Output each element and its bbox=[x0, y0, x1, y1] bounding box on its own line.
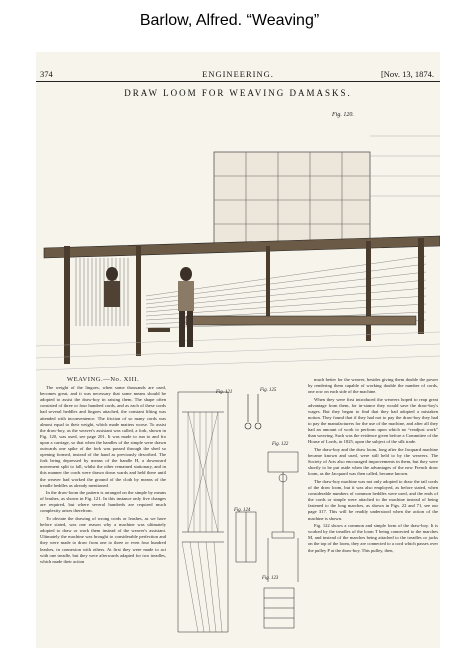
right-paragraph: Fig. 122 shows a common and simple form … bbox=[308, 523, 438, 553]
right-paragraph: When they were first introduced the weav… bbox=[308, 396, 438, 445]
draw-loom-engraving bbox=[36, 96, 440, 371]
left-paragraph: In the draw-loom the pattern is arranged… bbox=[40, 490, 166, 514]
right-paragraph: The draw-boy and the draw loom, long aft… bbox=[308, 447, 438, 477]
header-rule bbox=[36, 81, 440, 82]
issue-date: [Nov. 13, 1874. bbox=[380, 69, 434, 79]
article-title: WEAVING.—No. XIII. bbox=[66, 377, 140, 383]
fig-124-label: Fig. 124 bbox=[234, 508, 251, 513]
fig-125-label: Fig. 125 bbox=[260, 388, 277, 393]
fig-122-label: Fig. 122 bbox=[272, 442, 289, 447]
fig-123-label: Fig. 123 bbox=[262, 576, 279, 581]
left-paragraph: The weight of the lingoes, when some tho… bbox=[40, 385, 166, 488]
journal-page: 374 ENGINEERING. [Nov. 13, 1874. DRAW LO… bbox=[36, 52, 440, 648]
fig-120-label: Fig. 120. bbox=[332, 112, 354, 118]
plate-title: DRAW LOOM FOR WEAVING DAMASKS. bbox=[124, 88, 352, 98]
page-number: 374 bbox=[40, 69, 53, 79]
journal-name: ENGINEERING. bbox=[202, 69, 274, 79]
article-right-column: much better for the weaver, besides givi… bbox=[308, 377, 438, 647]
document-title: Barlow, Alfred. “Weaving” bbox=[139, 12, 320, 29]
left-paragraph: To obviate the drawing of wrong cords or… bbox=[40, 516, 166, 564]
technical-figures bbox=[177, 391, 299, 633]
article-left-column: WEAVING.—No. XIII. The weight of the lin… bbox=[40, 377, 166, 647]
right-paragraph: The draw-boy machine was not only adopte… bbox=[308, 479, 438, 521]
fig-121-label: Fig. 121 bbox=[216, 390, 233, 395]
right-paragraph: much better for the weaver, besides givi… bbox=[308, 377, 438, 395]
page-header: 374 ENGINEERING. [Nov. 13, 1874. bbox=[36, 66, 440, 80]
